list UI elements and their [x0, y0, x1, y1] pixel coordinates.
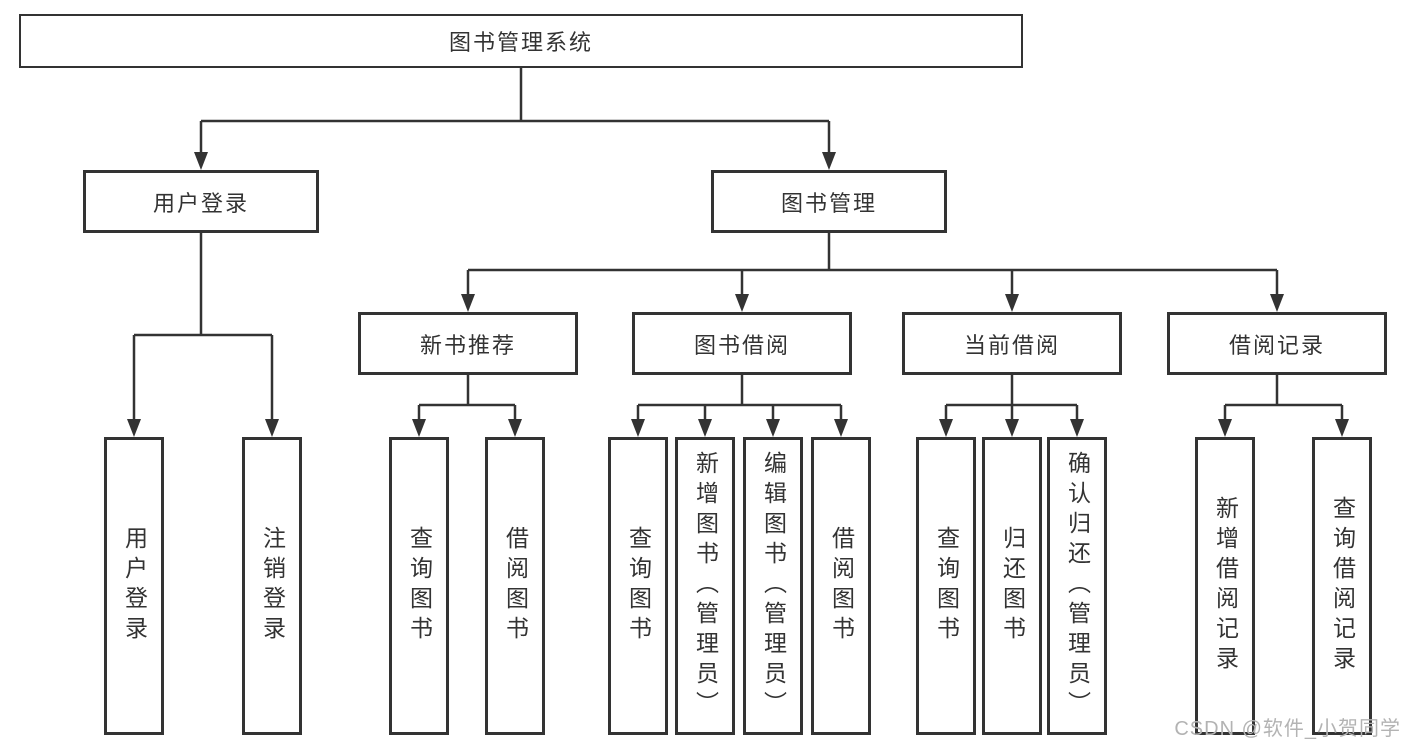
- connector-bookborrow-lines: [636, 375, 843, 421]
- node-current-borrowing: 当前借阅: [902, 312, 1122, 375]
- leaf-borrow-query-books: 查询图书: [608, 437, 668, 735]
- arrowhead-icon: [631, 419, 848, 437]
- node-new-book-recommend: 新书推荐: [358, 312, 578, 375]
- leaf-add-borrow-record-label: 新增借阅记录: [1212, 496, 1239, 676]
- leaf-edit-books-admin-label: 编辑图书（管理员）: [760, 451, 787, 721]
- node-user-login: 用户登录: [83, 170, 319, 233]
- connector-borrowrecord-to-leaves: [1218, 375, 1349, 437]
- connector-userlogin-lines: [132, 232, 274, 421]
- leaf-borrow-query-books-label: 查询图书: [625, 526, 652, 646]
- connector-newbookrec-to-leaves: [412, 375, 522, 437]
- leaf-return-books: 归还图书: [982, 437, 1042, 735]
- node-borrowing-records-label: 借阅记录: [1228, 332, 1325, 358]
- arrowhead-icon: [127, 419, 279, 437]
- leaf-newbook-query-books: 查询图书: [389, 437, 449, 735]
- leaf-confirm-return-admin: 确认归还（管理员）: [1047, 437, 1107, 735]
- leaf-user-login: 用户登录: [104, 437, 164, 735]
- leaf-add-books-admin: 新增图书（管理员）: [675, 437, 735, 735]
- connector-userlogin-to-leaves: [127, 232, 279, 437]
- leaf-current-query-books-label: 查询图书: [933, 526, 960, 646]
- leaf-newbook-query-books-label: 查询图书: [406, 526, 433, 646]
- connector-currentborrow-to-leaves: [939, 375, 1084, 437]
- leaf-user-login-label: 用户登录: [121, 526, 148, 646]
- node-root-system: 图书管理系统: [19, 14, 1023, 68]
- arrowhead-icon: [939, 419, 1084, 437]
- csdn-watermark: CSDN @软件_小贺同学: [1174, 718, 1401, 740]
- leaf-confirm-return-admin-label: 确认归还（管理员）: [1064, 451, 1091, 721]
- connector-bookmgmt-lines: [466, 232, 1279, 296]
- connector-bookmgmt-to-level3: [461, 232, 1284, 312]
- arrowhead-icon: [194, 152, 836, 170]
- leaf-edit-books-admin: 编辑图书（管理员）: [743, 437, 803, 735]
- connector-root-to-level2: [194, 68, 836, 170]
- arrowhead-icon: [412, 419, 522, 437]
- leaf-newbook-borrow-books-label: 借阅图书: [502, 526, 529, 646]
- node-current-borrowing-label: 当前借阅: [963, 332, 1060, 358]
- node-book-borrowing: 图书借阅: [632, 312, 852, 375]
- connector-root-lines: [199, 68, 831, 154]
- connector-bookborrow-to-leaves: [631, 375, 848, 437]
- leaf-current-query-books: 查询图书: [916, 437, 976, 735]
- leaf-newbook-borrow-books: 借阅图书: [485, 437, 545, 735]
- leaf-query-borrow-record: 查询借阅记录: [1312, 437, 1372, 735]
- leaf-borrow-books: 借阅图书: [811, 437, 871, 735]
- node-user-login-label: 用户登录: [152, 190, 249, 216]
- node-book-management-label: 图书管理: [780, 190, 877, 216]
- arrowhead-icon: [1218, 419, 1349, 437]
- connector-currentborrow-lines: [944, 375, 1079, 421]
- connector-borrowrecord-lines: [1223, 375, 1344, 421]
- leaf-logout: 注销登录: [242, 437, 302, 735]
- node-root-label: 图书管理系统: [448, 30, 593, 55]
- node-new-book-recommend-label: 新书推荐: [419, 332, 516, 358]
- node-book-management: 图书管理: [711, 170, 947, 233]
- leaf-add-books-admin-label: 新增图书（管理员）: [692, 451, 719, 721]
- leaf-logout-label: 注销登录: [259, 526, 286, 646]
- leaf-query-borrow-record-label: 查询借阅记录: [1329, 496, 1356, 676]
- arrowhead-icon: [461, 294, 1284, 312]
- leaf-return-books-label: 归还图书: [999, 526, 1026, 646]
- connector-newbookrec-lines: [417, 375, 517, 421]
- leaf-add-borrow-record: 新增借阅记录: [1195, 437, 1255, 735]
- node-borrowing-records: 借阅记录: [1167, 312, 1387, 375]
- leaf-borrow-books-label: 借阅图书: [828, 526, 855, 646]
- node-book-borrowing-label: 图书借阅: [693, 332, 790, 358]
